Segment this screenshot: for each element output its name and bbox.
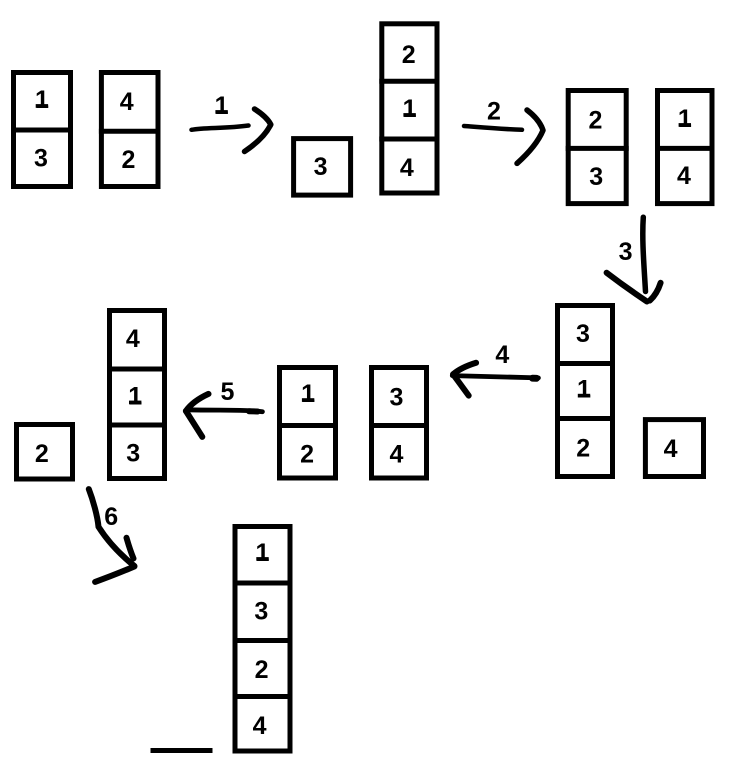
svg-text:2: 2 [588,107,602,135]
svg-text:1: 1 [678,105,692,133]
svg-text:4: 4 [664,435,678,463]
svg-text:2: 2 [35,440,49,468]
svg-text:3: 3 [576,320,590,348]
svg-text:3: 3 [314,153,328,181]
svg-text:2: 2 [487,98,501,126]
svg-text:1: 1 [35,86,49,114]
svg-text:4: 4 [400,154,414,182]
svg-text:2: 2 [122,146,136,174]
svg-text:4: 4 [126,325,140,353]
svg-text:3: 3 [619,238,633,266]
svg-text:1: 1 [128,382,142,410]
svg-text:1: 1 [215,92,229,120]
svg-text:2: 2 [300,441,314,469]
svg-text:4: 4 [390,441,404,469]
svg-text:4: 4 [120,88,134,116]
svg-text:3: 3 [254,597,268,625]
svg-text:1: 1 [577,376,591,404]
svg-text:5: 5 [221,378,235,406]
svg-text:4: 4 [677,162,691,190]
svg-text:2: 2 [402,41,416,69]
svg-text:4: 4 [253,712,267,740]
svg-text:3: 3 [589,163,603,191]
svg-text:2: 2 [576,434,590,462]
svg-text:1: 1 [403,95,417,123]
svg-text:1: 1 [256,539,270,567]
svg-text:3: 3 [390,383,404,411]
svg-text:6: 6 [104,503,118,531]
svg-text:2: 2 [255,656,269,684]
svg-text:3: 3 [126,440,140,468]
svg-text:1: 1 [301,380,315,408]
svg-text:3: 3 [34,145,48,173]
svg-text:4: 4 [495,341,509,369]
